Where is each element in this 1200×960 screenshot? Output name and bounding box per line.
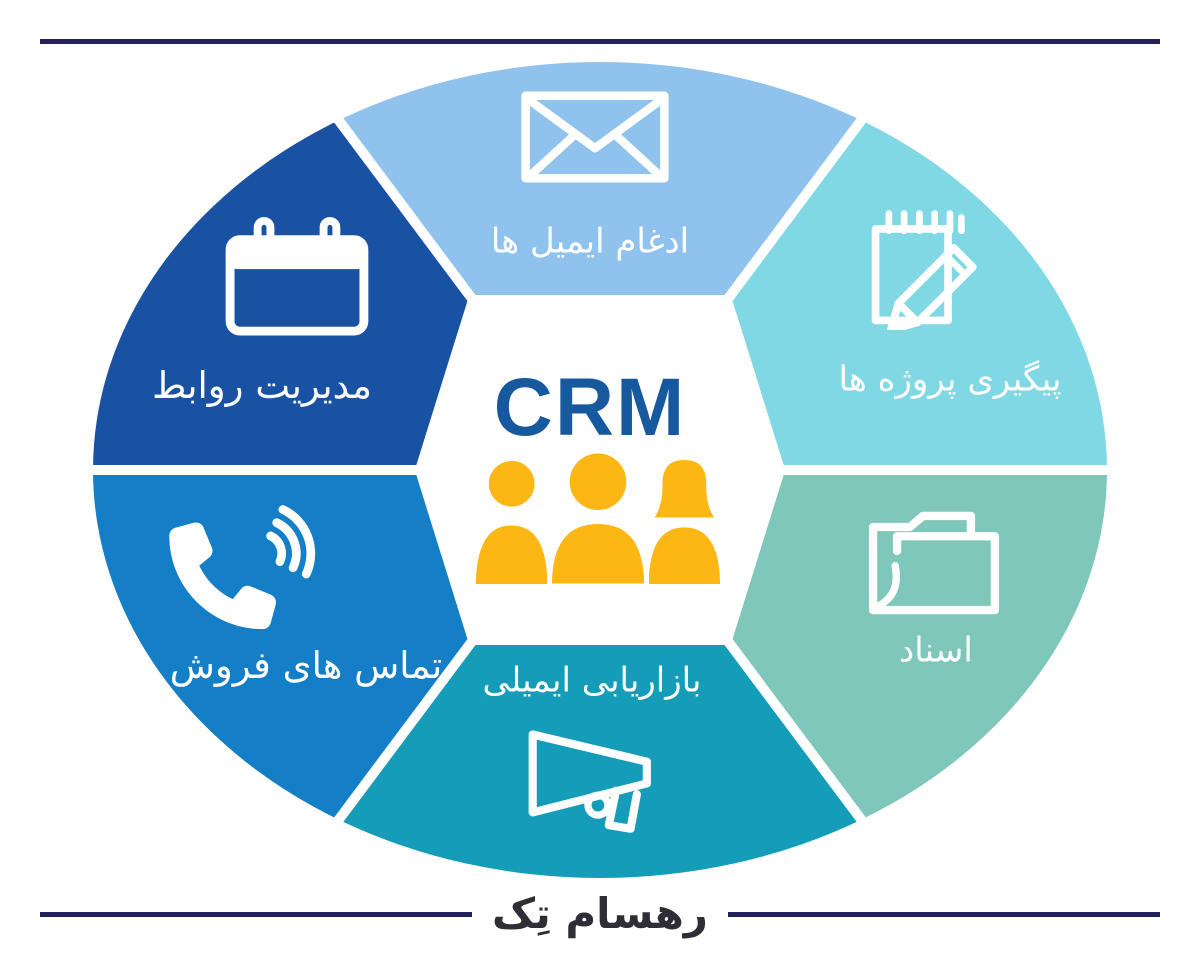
segment-label-documents: اسناد [899, 630, 973, 671]
envelope-icon [521, 91, 669, 183]
folder-icon [868, 511, 1000, 615]
megaphone-icon [528, 730, 651, 833]
segment-label-sales-calls: تماس های فروش [169, 643, 443, 687]
segment-label-relationship-management: مدیریت روابط [152, 363, 372, 407]
segment-email-integration [338, 61, 862, 470]
calendar-icon [225, 216, 369, 336]
segment-label-email-integration: ادغام ایمیل ها [490, 221, 690, 262]
segment-label-email-marketing: بازاریابی ایمیلی [482, 660, 702, 701]
segment-email-marketing [338, 470, 862, 879]
brand-logo-text: رهسام تِک [492, 889, 708, 938]
people-group-icon [471, 452, 725, 586]
brand-footer: رهسام تِک [40, 886, 1160, 942]
segment-label-project-tracking: پیگیری پروژه ها [838, 359, 1062, 400]
footer-rule-left [40, 911, 472, 917]
top-divider-line [40, 39, 1160, 44]
notepad-pencil-icon [871, 210, 977, 330]
crm-center-title: CRM [493, 362, 687, 453]
phone-icon [169, 505, 316, 630]
footer-rule-right [728, 911, 1160, 917]
